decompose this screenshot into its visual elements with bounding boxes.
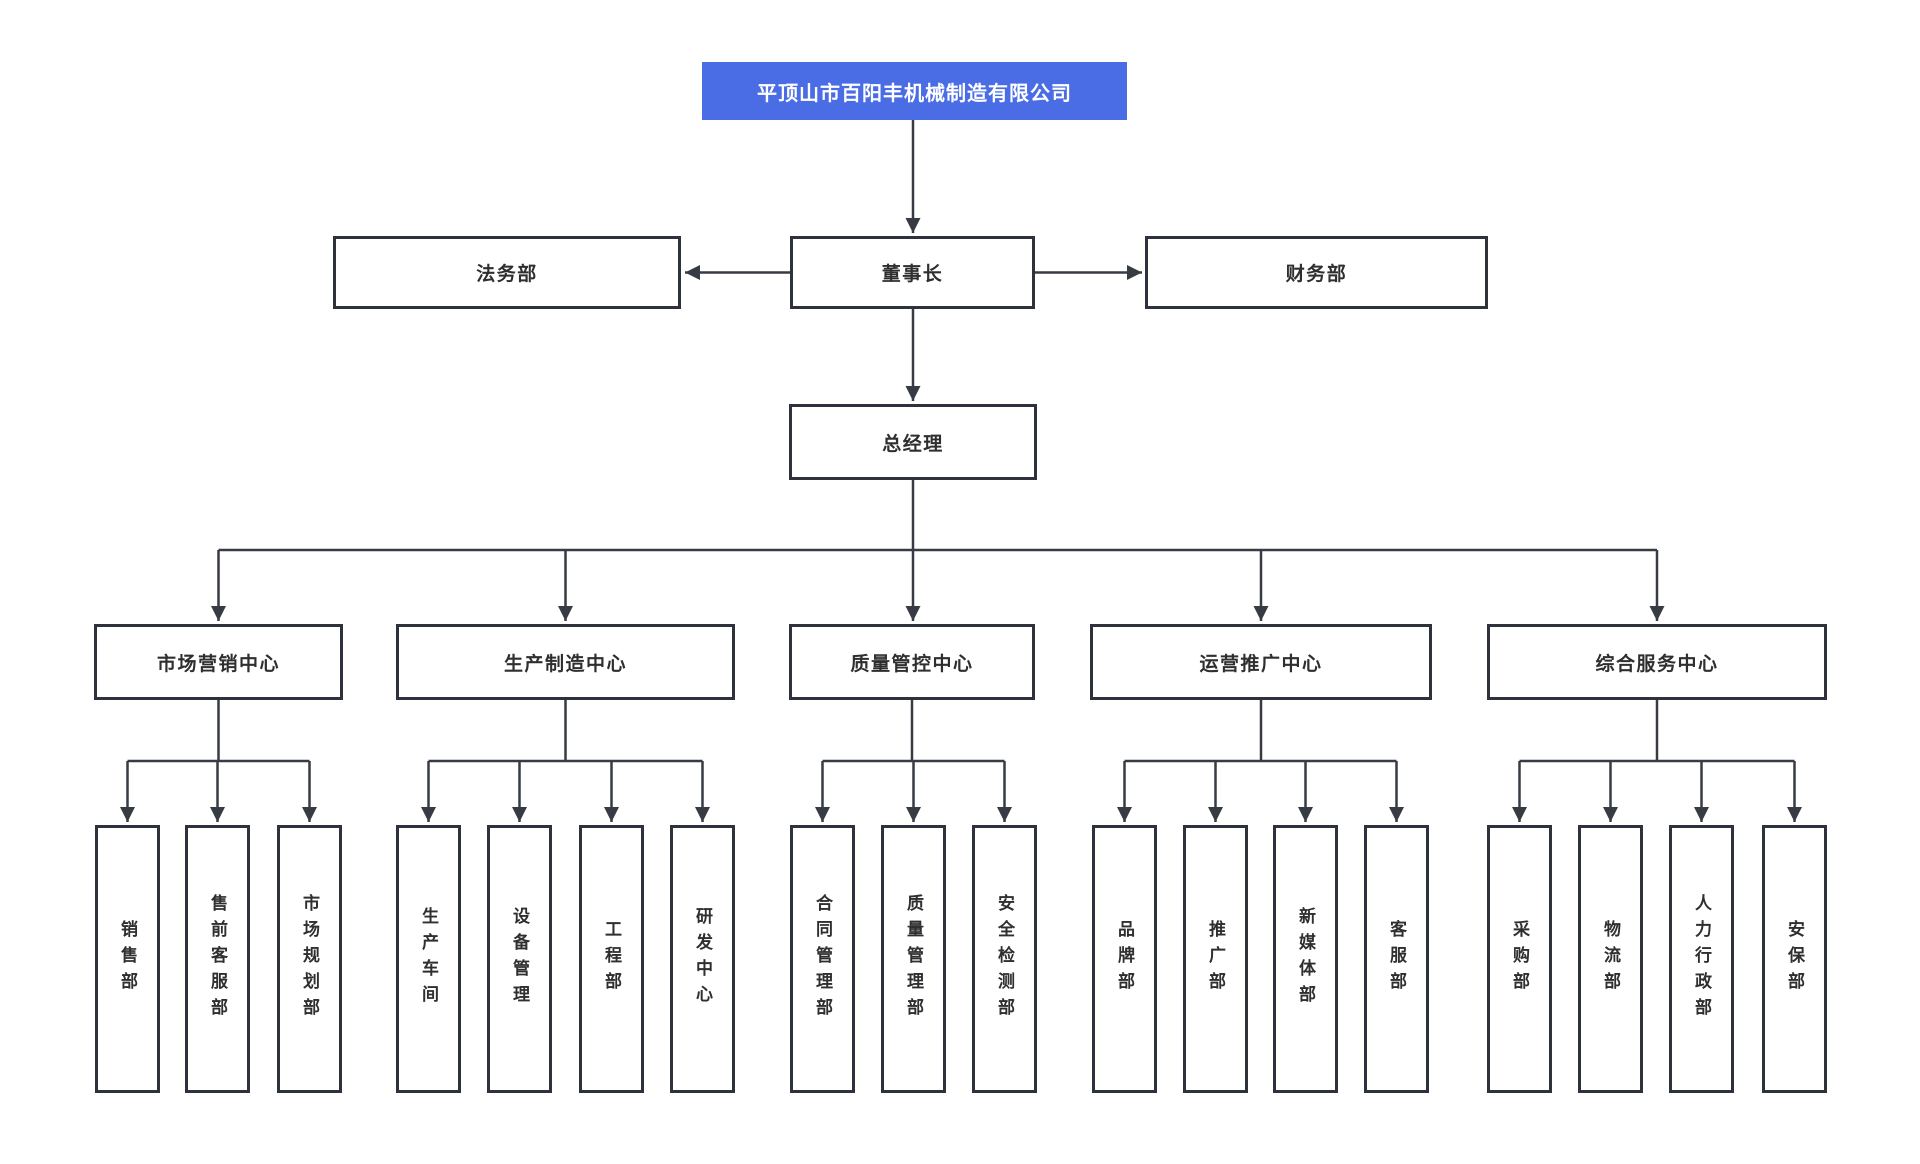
node-dept-brand: 品牌部 xyxy=(1092,825,1157,1093)
node-center-operations: 运营推广中心 xyxy=(1090,624,1432,700)
node-dept-sales: 销售部 xyxy=(95,825,160,1093)
level1-connectors xyxy=(685,120,1142,401)
node-label: 生产制造中心 xyxy=(503,653,627,675)
node-center-services: 综合服务中心 xyxy=(1487,624,1827,700)
node-dept-engineering: 工程部 xyxy=(579,825,644,1093)
node-dept-safety-inspection: 安全检测部 xyxy=(972,825,1037,1093)
node-label: 生产车间 xyxy=(419,907,438,1011)
node-dept-hr-admin: 人力行政部 xyxy=(1669,825,1734,1093)
node-dept-contract-management: 合同管理部 xyxy=(790,825,855,1093)
node-label: 质量管理部 xyxy=(904,894,923,1024)
node-center-quality: 质量管控中心 xyxy=(789,624,1035,700)
node-label: 质量管控中心 xyxy=(850,653,974,675)
node-dept-equipment-management: 设备管理 xyxy=(487,825,552,1093)
node-label: 董事长 xyxy=(881,264,944,285)
node-company-root: 平顶山市百阳丰机械制造有限公司 xyxy=(702,62,1127,120)
node-chairman: 董事长 xyxy=(790,236,1035,309)
node-label: 市场规划部 xyxy=(300,894,319,1024)
node-label: 品牌部 xyxy=(1115,920,1134,998)
node-label: 安全检测部 xyxy=(995,894,1014,1024)
node-center-marketing: 市场营销中心 xyxy=(94,624,343,700)
node-dept-presales-service: 售前客服部 xyxy=(185,825,250,1093)
node-label: 采购部 xyxy=(1510,920,1529,998)
level2-connectors xyxy=(211,480,1665,621)
node-label: 财务部 xyxy=(1285,264,1348,285)
node-dept-rnd-center: 研发中心 xyxy=(670,825,735,1093)
node-label: 销售部 xyxy=(118,920,137,998)
node-dept-market-planning: 市场规划部 xyxy=(277,825,342,1093)
level3-connectors xyxy=(120,700,1802,822)
node-label: 总经理 xyxy=(882,433,944,455)
node-finance-dept: 财务部 xyxy=(1145,236,1488,309)
node-label: 客服部 xyxy=(1387,920,1406,998)
node-label: 安保部 xyxy=(1785,920,1804,998)
node-label: 合同管理部 xyxy=(813,894,832,1024)
node-center-production: 生产制造中心 xyxy=(396,624,735,700)
node-dept-new-media: 新媒体部 xyxy=(1273,825,1338,1093)
node-label: 平顶山市百阳丰机械制造有限公司 xyxy=(757,82,1072,105)
node-label: 法务部 xyxy=(476,264,538,285)
node-dept-procurement: 采购部 xyxy=(1487,825,1552,1093)
node-label: 研发中心 xyxy=(693,907,712,1011)
node-dept-security: 安保部 xyxy=(1762,825,1827,1093)
node-label: 设备管理 xyxy=(510,907,529,1011)
node-label: 新媒体部 xyxy=(1296,907,1315,1011)
node-dept-promotion: 推广部 xyxy=(1183,825,1248,1093)
node-legal-dept: 法务部 xyxy=(333,236,681,309)
node-label: 人力行政部 xyxy=(1692,894,1711,1024)
node-label: 推广部 xyxy=(1206,920,1225,998)
node-dept-customer-service: 客服部 xyxy=(1364,825,1429,1093)
node-label: 工程部 xyxy=(602,920,621,998)
node-label: 综合服务中心 xyxy=(1595,653,1719,675)
node-label: 运营推广中心 xyxy=(1199,653,1323,675)
node-general-manager: 总经理 xyxy=(789,404,1037,480)
node-label: 售前客服部 xyxy=(208,894,227,1024)
node-label: 物流部 xyxy=(1601,920,1620,998)
node-label: 市场营销中心 xyxy=(156,653,280,675)
node-dept-quality-management: 质量管理部 xyxy=(881,825,946,1093)
node-dept-logistics: 物流部 xyxy=(1578,825,1643,1093)
node-dept-production-workshop: 生产车间 xyxy=(396,825,461,1093)
